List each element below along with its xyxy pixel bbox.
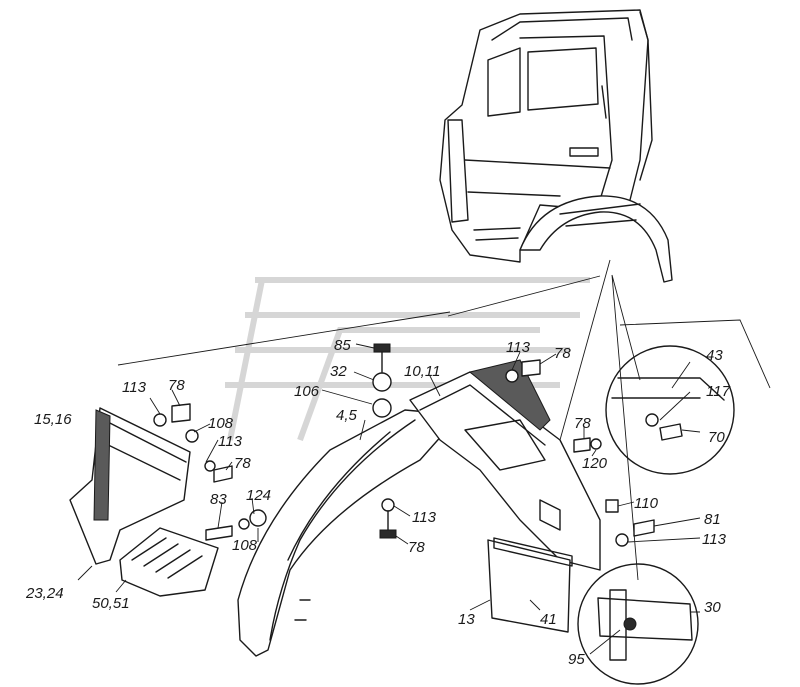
- callout-83: 83: [210, 491, 227, 508]
- callout-43: 43: [706, 347, 723, 364]
- callout-41: 41: [540, 611, 557, 628]
- callout-78-c: 78: [408, 539, 425, 556]
- callout-15-16: 15,16: [34, 411, 72, 428]
- callout-113-top: 113: [506, 339, 531, 356]
- leader-lines: [77, 259, 771, 655]
- callout-117: 117: [706, 383, 731, 400]
- callout-labels: 85 32 106 4,5 10,11 113 78 43 117 70 78 …: [25, 337, 731, 668]
- callout-110: 110: [634, 495, 659, 512]
- callout-113-c: 113: [412, 509, 437, 526]
- callout-78-top: 78: [554, 345, 571, 362]
- callout-78-left: 78: [168, 377, 185, 394]
- callout-13: 13: [458, 611, 475, 628]
- callout-108-b: 108: [232, 537, 258, 554]
- step-bracket: [69, 407, 191, 565]
- callout-30: 30: [704, 599, 721, 616]
- callout-113-b: 113: [218, 433, 243, 450]
- callout-70: 70: [708, 429, 725, 446]
- fender-main: [237, 409, 461, 657]
- fender-upper-bracket: [409, 359, 601, 571]
- callout-113-d: 113: [702, 531, 727, 548]
- callout-50-51: 50,51: [92, 595, 130, 612]
- callout-23-24: 23,24: [25, 585, 64, 602]
- callout-4-5: 4,5: [336, 407, 358, 424]
- fasteners: [153, 343, 655, 547]
- callout-78-mid: 78: [574, 415, 591, 432]
- callout-10-11: 10,11: [404, 363, 440, 380]
- detail-circle-top: [605, 345, 735, 475]
- callout-32: 32: [330, 363, 347, 380]
- detail-circle-bottom: [577, 563, 699, 685]
- callout-120: 120: [582, 455, 608, 472]
- truck-cab: [439, 9, 673, 283]
- callout-85: 85: [334, 337, 351, 354]
- callout-106: 106: [294, 383, 320, 400]
- callout-95: 95: [568, 651, 585, 668]
- callout-124: 124: [246, 487, 271, 504]
- step-tread: [119, 527, 219, 597]
- callout-78-b: 78: [234, 455, 251, 472]
- callout-108-a: 108: [208, 415, 234, 432]
- callout-81: 81: [704, 511, 721, 528]
- mudflap: [487, 537, 573, 633]
- callout-113-left: 113: [122, 379, 147, 396]
- watermark: [225, 277, 590, 442]
